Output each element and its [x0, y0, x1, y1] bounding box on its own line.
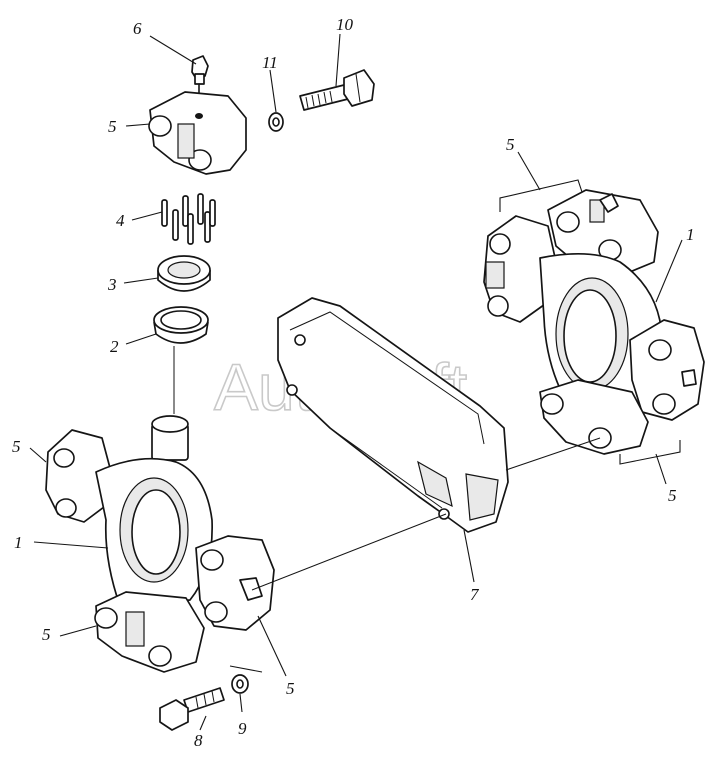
callout-5-left-top: 5	[12, 437, 21, 456]
part-5-top-cap-block	[148, 91, 247, 175]
callout-5-left-bottom: 5	[42, 625, 51, 644]
callout-11: 11	[262, 53, 278, 72]
part-3-bearing	[157, 255, 211, 292]
callout-1-right: 1	[686, 225, 695, 244]
callout-3: 3	[107, 275, 117, 294]
assembly-line-upper	[505, 437, 601, 471]
callout-8: 8	[194, 731, 203, 750]
leader-lines	[29, 33, 683, 731]
part-6-grease-fitting	[191, 55, 209, 111]
callout-5-right-top: 5	[506, 135, 515, 154]
part-9-washer	[231, 674, 249, 694]
callout-6: 6	[133, 19, 142, 38]
callout-5-right-bottom: 5	[668, 486, 677, 505]
part-4-needle-rollers	[161, 193, 216, 245]
part-11-washer	[268, 112, 284, 132]
callout-9: 9	[238, 719, 247, 738]
part-1-right-yoke	[483, 189, 705, 455]
assembly-line-lower	[251, 513, 447, 591]
part-8-bolt	[159, 687, 225, 731]
callout-1-left: 1	[14, 533, 23, 552]
callout-labels: 6 10 11 5 5 4 1 3 2 5 5 1 7 5 5 9 8	[12, 15, 695, 750]
callout-4: 4	[116, 211, 125, 230]
part-1-left-yoke	[45, 415, 275, 673]
callout-7: 7	[470, 585, 480, 604]
callout-5-top-cap: 5	[108, 117, 117, 136]
callout-5-bottom: 5	[286, 679, 295, 698]
part-2-seal-ring	[153, 306, 209, 344]
callout-10: 10	[336, 15, 354, 34]
part-10-bolt	[299, 69, 375, 111]
part-7-housing	[277, 297, 509, 533]
callout-2: 2	[110, 337, 119, 356]
